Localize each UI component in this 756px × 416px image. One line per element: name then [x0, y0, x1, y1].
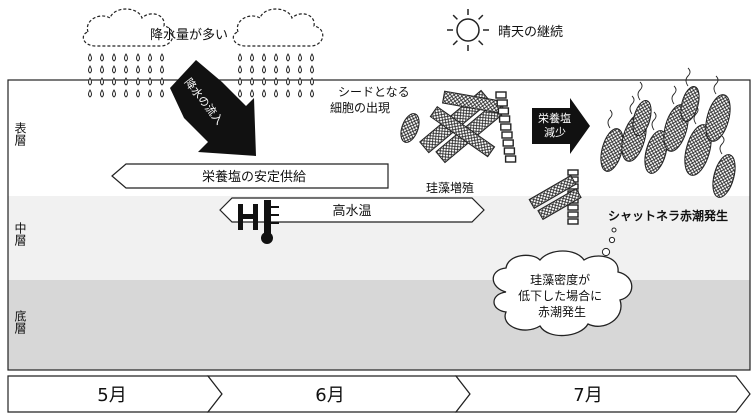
sunny-label: 晴天の継続 [498, 25, 563, 40]
rain-label: 降水量が多い [150, 27, 228, 43]
diatom-small-icon [528, 174, 582, 221]
nutrient-supply-band [111, 163, 389, 189]
cloud-note-label: 珪藻密度が 低下した場合に 赤潮発生 [518, 272, 606, 319]
nutrient-decrease-label: 栄養塩 減少 [538, 111, 575, 139]
timeline [7, 375, 751, 413]
thermometer-icon [238, 200, 279, 244]
high-temp-label: 高水温 [332, 203, 371, 219]
bottom-layer [8, 280, 750, 370]
layer-label-bottom: 底層 [13, 309, 27, 335]
rain-cloud-right-icon [232, 8, 324, 47]
raindrops-icon [88, 53, 314, 98]
diatom-chain-icon [495, 91, 517, 163]
nutrient-decrease-arrow [532, 98, 590, 154]
high-temp-band [219, 197, 485, 223]
rain-cloud-left-icon [82, 8, 174, 47]
seed-cells-label: シードとなる 細胞の出現 [330, 85, 413, 115]
note-cloud [492, 250, 633, 337]
sun-icon [447, 9, 489, 51]
month-june: 6月 [315, 385, 344, 406]
month-may: 5月 [97, 385, 126, 406]
month-july: 7月 [573, 385, 602, 406]
inflow-arrow [170, 60, 256, 156]
nutrient-supply-label: 栄養塩の安定供給 [202, 169, 306, 185]
layer-label-surface: 表層 [13, 122, 27, 147]
thought-bubbles [601, 227, 617, 257]
layer-label-middle: 中層 [13, 221, 27, 247]
water-column-frame [7, 79, 751, 371]
diatom-cluster-icon [419, 89, 505, 164]
chattonella-cells-icon [600, 67, 736, 198]
seed-cell-icon [400, 113, 420, 143]
red-tide-label: シャットネラ赤潮発生 [608, 208, 728, 223]
diatom-growth-label: 珪藻増殖 [426, 180, 474, 195]
